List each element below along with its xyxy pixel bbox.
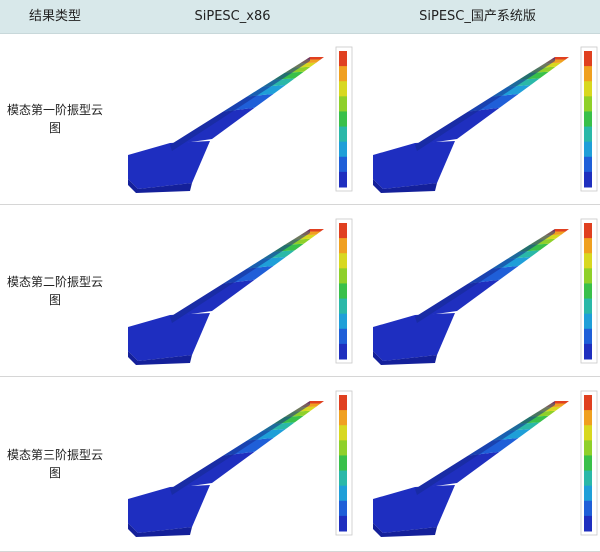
wing-contour-plot (373, 218, 598, 365)
mode-shape-figure (110, 205, 355, 376)
wing-contour-plot (373, 46, 598, 193)
mode-shape-figure (110, 377, 355, 551)
mode-shape-figure (110, 33, 355, 204)
wing-contour-plot (128, 218, 353, 365)
table-header: 结果类型 SiPESC_x86 SiPESC_国产系统版 (0, 0, 600, 34)
row-label: 模态第一阶振型云图 (6, 102, 103, 135)
mode-shape-figure (355, 377, 600, 551)
table-row: 模态第一阶振型云图 (0, 33, 600, 205)
row-label: 模态第二阶振型云图 (6, 274, 103, 307)
table-row: 模态第三阶振型云图 (0, 377, 600, 552)
wing-contour-plot (128, 390, 353, 537)
table-row: 模态第二阶振型云图 (0, 205, 600, 377)
header-result-type: 结果类型 (28, 9, 81, 24)
header-sipesc-x86: SiPESC_x86 (194, 9, 271, 24)
wing-contour-plot (128, 46, 353, 193)
wing-contour-plot (373, 390, 598, 537)
mode-shape-figure (355, 205, 600, 376)
mode-shape-figure (355, 33, 600, 204)
row-label: 模态第三阶振型云图 (6, 448, 103, 480)
header-sipesc-domestic: SiPESC_国产系统版 (419, 9, 536, 24)
